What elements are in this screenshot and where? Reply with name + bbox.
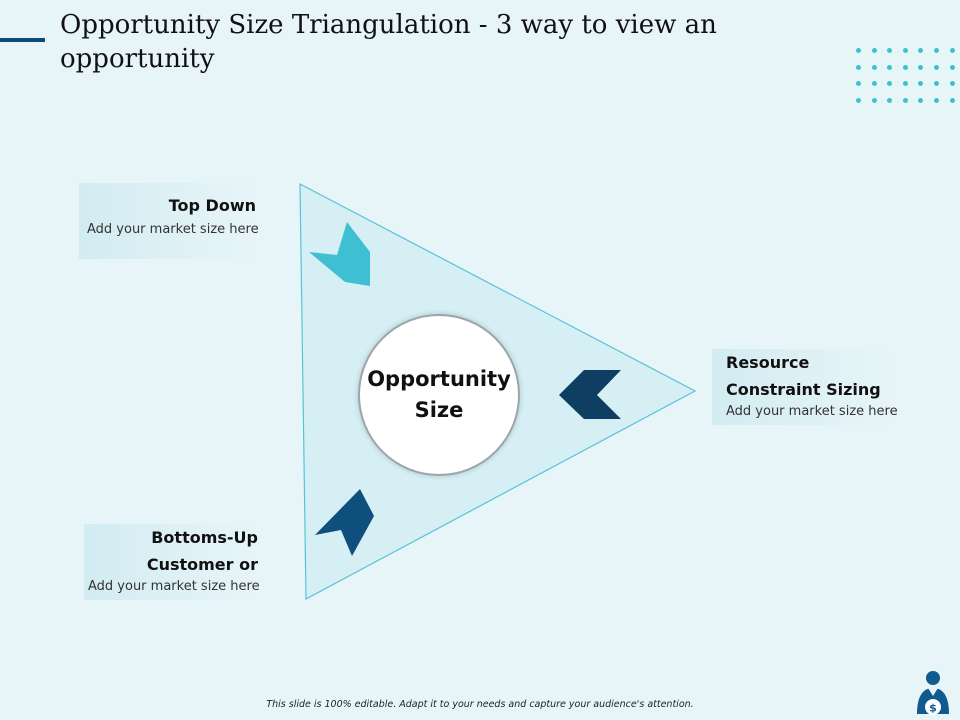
grid-dot — [902, 64, 908, 70]
grid-dot — [856, 81, 861, 87]
grid-dot — [902, 97, 908, 103]
node-top-down-description: Add your market size here — [87, 222, 259, 237]
grid-dot — [934, 97, 939, 103]
node-resource-constraint-title: Resource Constraint Sizing — [726, 353, 881, 399]
page-title: Opportunity Size Triangulation - 3 way t… — [60, 10, 717, 74]
grid-dot — [902, 48, 908, 53]
person-dollar-icon: $ — [917, 671, 949, 715]
grid-dot — [918, 64, 924, 70]
grid-dot — [918, 48, 924, 53]
center-label: Opportunity Size — [367, 367, 511, 422]
center-circle: Opportunity Size — [358, 314, 520, 476]
svg-text:$: $ — [929, 702, 937, 715]
grid-dot — [887, 97, 893, 103]
grid-dot — [856, 97, 861, 103]
node-bottoms-up-description: Add your market size here — [88, 579, 260, 594]
grid-dot — [871, 81, 877, 87]
grid-dot — [934, 81, 939, 87]
grid-dot — [949, 48, 955, 53]
grid-dot — [887, 48, 893, 53]
grid-dot — [871, 48, 877, 53]
grid-dot — [949, 97, 955, 103]
title-accent-bar — [0, 38, 45, 42]
grid-dot — [949, 81, 955, 87]
grid-dot — [949, 64, 955, 70]
grid-dot — [871, 64, 877, 70]
grid-dot — [902, 81, 908, 87]
dot-grid-icon — [852, 44, 960, 104]
node-bottoms-up-title: Bottoms-Up Customer or — [146, 528, 258, 574]
grid-dot — [871, 97, 877, 103]
grid-dot — [887, 64, 893, 70]
node-top-down: Top Down Add your market size here — [79, 183, 265, 259]
grid-dot — [918, 97, 924, 103]
grid-dot — [934, 48, 939, 53]
node-resource-constraint: Resource Constraint Sizing Add your mark… — [712, 349, 902, 425]
node-bottoms-up: Bottoms-Up Customer or Add your market s… — [84, 524, 268, 600]
grid-dot — [918, 81, 924, 87]
grid-dot — [856, 48, 861, 53]
footer-note: This slide is 100% editable. Adapt it to… — [266, 699, 694, 710]
resource-constraint-arrow — [559, 370, 621, 419]
node-top-down-title: Top Down — [168, 196, 256, 215]
grid-dot — [887, 81, 893, 87]
grid-dot — [856, 64, 861, 70]
node-resource-constraint-description: Add your market size here — [726, 404, 898, 419]
bottoms-up-arrow — [315, 489, 374, 556]
top-down-arrow — [309, 222, 370, 286]
grid-dot — [934, 64, 939, 70]
